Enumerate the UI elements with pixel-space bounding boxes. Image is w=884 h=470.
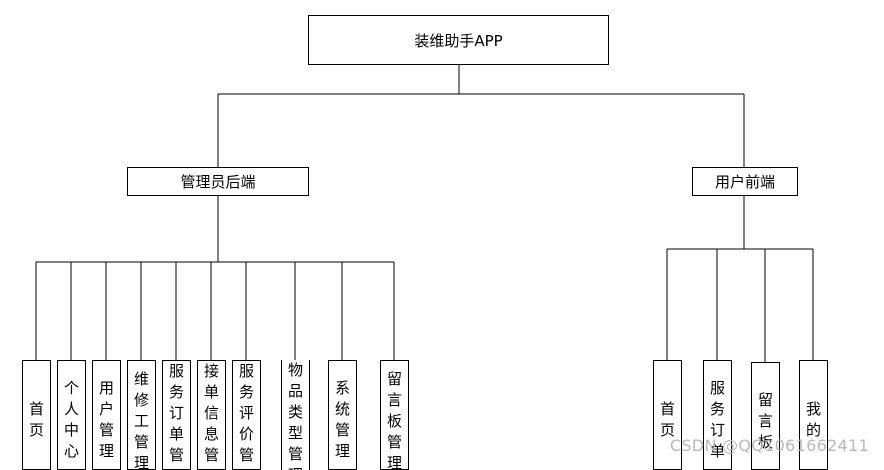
leaf-text: 服务订单 — [704, 361, 731, 462]
leaf-text: 留言板管理 — [381, 361, 408, 470]
root-node-label: 装维助手APP — [414, 31, 503, 50]
leaf-char: 理 — [282, 465, 309, 470]
leaf-char: 评 — [238, 404, 254, 422]
leaf-char: 息 — [203, 425, 219, 443]
admin-module-order-info-management: 接单信息管理 — [197, 360, 226, 470]
leaf-char: 首 — [28, 400, 44, 418]
leaf-char: 系 — [334, 379, 350, 397]
leaf-char: 理 — [386, 454, 402, 470]
leaf-char: 理 — [163, 466, 190, 469]
leaf-char: 修 — [133, 391, 149, 409]
leaf-char: 管 — [133, 433, 149, 451]
admin-module-item-type-management: 物品类型管理 — [281, 360, 310, 470]
leaf-char: 维 — [133, 370, 149, 388]
leaf-char: 物 — [287, 361, 303, 379]
leaf-text: 物品类型管理 — [282, 360, 309, 470]
user-module-home: 首页 — [653, 360, 682, 470]
leaf-char: 板 — [386, 412, 402, 430]
leaf-char: 订 — [709, 421, 725, 439]
leaf-char: 管 — [203, 446, 219, 464]
leaf-char: 管 — [334, 421, 350, 439]
user-module-mine: 我的 — [799, 360, 828, 470]
leaf-char: 理 — [133, 454, 149, 470]
leaf-char: 务 — [238, 383, 254, 401]
leaf-char: 页 — [659, 421, 675, 439]
user-frontend-label: 用户前端 — [714, 173, 775, 191]
leaf-char: 言 — [757, 412, 773, 430]
leaf-char: 价 — [238, 425, 254, 443]
leaf-char: 理 — [334, 442, 350, 460]
leaf-char: 心 — [63, 442, 79, 460]
leaf-char: 的 — [805, 421, 821, 439]
leaf-text: 接单信息管理 — [198, 361, 225, 469]
leaf-text: 用户管理 — [93, 361, 120, 462]
leaf-char: 订 — [168, 404, 184, 422]
leaf-text: 个人中心 — [58, 361, 85, 462]
leaf-char: 管 — [386, 433, 402, 451]
leaf-char: 单 — [709, 442, 725, 460]
leaf-text: 首页 — [23, 361, 50, 441]
leaf-char: 首 — [659, 400, 675, 418]
leaf-char: 类 — [287, 403, 303, 421]
leaf-char: 管 — [238, 446, 254, 464]
leaf-char: 管 — [287, 445, 303, 463]
admin-module-service-review-management: 服务评价管理 — [232, 360, 261, 470]
leaf-char: 理 — [233, 466, 260, 469]
leaf-text: 首页 — [654, 361, 681, 441]
leaf-char: 服 — [238, 362, 254, 380]
admin-module-message-board-management: 留言板管理 — [380, 360, 409, 470]
leaf-text: 服务订单管理 — [163, 361, 190, 469]
leaf-char: 人 — [63, 400, 79, 418]
leaf-char: 留 — [386, 370, 402, 388]
leaf-char: 务 — [168, 383, 184, 401]
leaf-char: 服 — [709, 379, 725, 397]
watermark: CSDN @QQ1061662411 — [669, 436, 869, 455]
admin-module-user-management: 用户管理 — [92, 360, 121, 470]
user-module-service-order: 服务订单 — [703, 360, 732, 470]
admin-module-service-order-management: 服务订单管理 — [162, 360, 191, 470]
user-module-message-board: 留言板 — [751, 362, 780, 470]
admin-module-system-management: 系统管理 — [328, 360, 357, 470]
leaf-char: 个 — [63, 379, 79, 397]
leaf-char: 理 — [198, 466, 225, 469]
admin-module-repairman-management: 维修工管理 — [127, 360, 156, 470]
leaf-char: 品 — [287, 382, 303, 400]
leaf-char: 单 — [203, 383, 219, 401]
leaf-text: 我的 — [800, 361, 827, 441]
leaf-char: 单 — [168, 425, 184, 443]
leaf-char: 服 — [168, 362, 184, 380]
leaf-char: 接 — [203, 362, 219, 380]
leaf-char: 务 — [709, 400, 725, 418]
leaf-text: 服务评价管理 — [233, 361, 260, 469]
admin-backend-label: 管理员后端 — [180, 173, 256, 191]
leaf-char: 信 — [203, 404, 219, 422]
leaf-char: 管 — [98, 421, 114, 439]
leaf-char: 型 — [287, 424, 303, 442]
leaf-text: 留言板 — [752, 363, 779, 453]
leaf-char: 中 — [63, 421, 79, 439]
leaf-char: 我 — [805, 400, 821, 418]
user-frontend-node: 用户前端 — [692, 167, 798, 196]
admin-backend-node: 管理员后端 — [127, 167, 309, 196]
leaf-char: 页 — [28, 421, 44, 439]
leaf-char: 板 — [757, 433, 773, 451]
leaf-char: 管 — [168, 446, 184, 464]
leaf-char: 统 — [334, 400, 350, 418]
leaf-char: 留 — [757, 391, 773, 409]
leaf-text: 系统管理 — [329, 361, 356, 462]
leaf-char: 户 — [98, 400, 114, 418]
root-node: 装维助手APP — [308, 15, 609, 65]
admin-module-personal-center: 个人中心 — [57, 360, 86, 470]
admin-module-home: 首页 — [22, 360, 51, 470]
leaf-text: 维修工管理 — [128, 361, 155, 470]
leaf-char: 用 — [98, 379, 114, 397]
leaf-char: 理 — [98, 442, 114, 460]
leaf-char: 工 — [133, 412, 149, 430]
leaf-char: 言 — [386, 391, 402, 409]
